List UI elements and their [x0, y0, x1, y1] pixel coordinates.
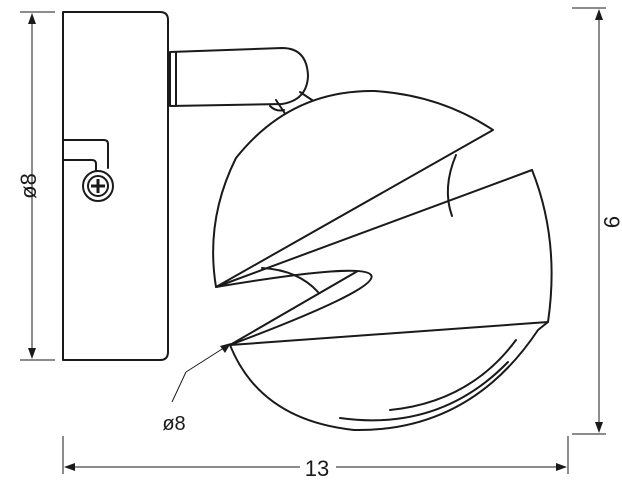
screw-icon: [82, 170, 114, 202]
lens-diameter-label: ø8: [162, 413, 185, 435]
right-height-label: 9: [599, 216, 622, 228]
lens-leader: ø8: [162, 343, 231, 435]
bottom-width-label: 13: [305, 456, 329, 481]
left-height-label: ø8: [16, 173, 41, 199]
bottom-dimension: 13: [62, 436, 569, 481]
left-dimension: ø8: [16, 11, 55, 361]
right-dimension: 9: [572, 7, 622, 435]
spot-head: [212, 89, 553, 432]
wall-base: [62, 11, 169, 361]
